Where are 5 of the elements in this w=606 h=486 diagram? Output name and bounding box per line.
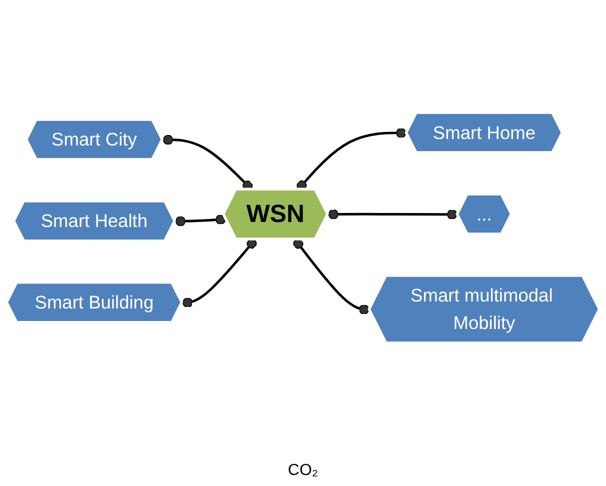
connector [293,238,370,315]
connector [182,238,257,308]
note-label: CO₂ [288,462,318,480]
connector [175,214,226,226]
connector [328,210,458,220]
